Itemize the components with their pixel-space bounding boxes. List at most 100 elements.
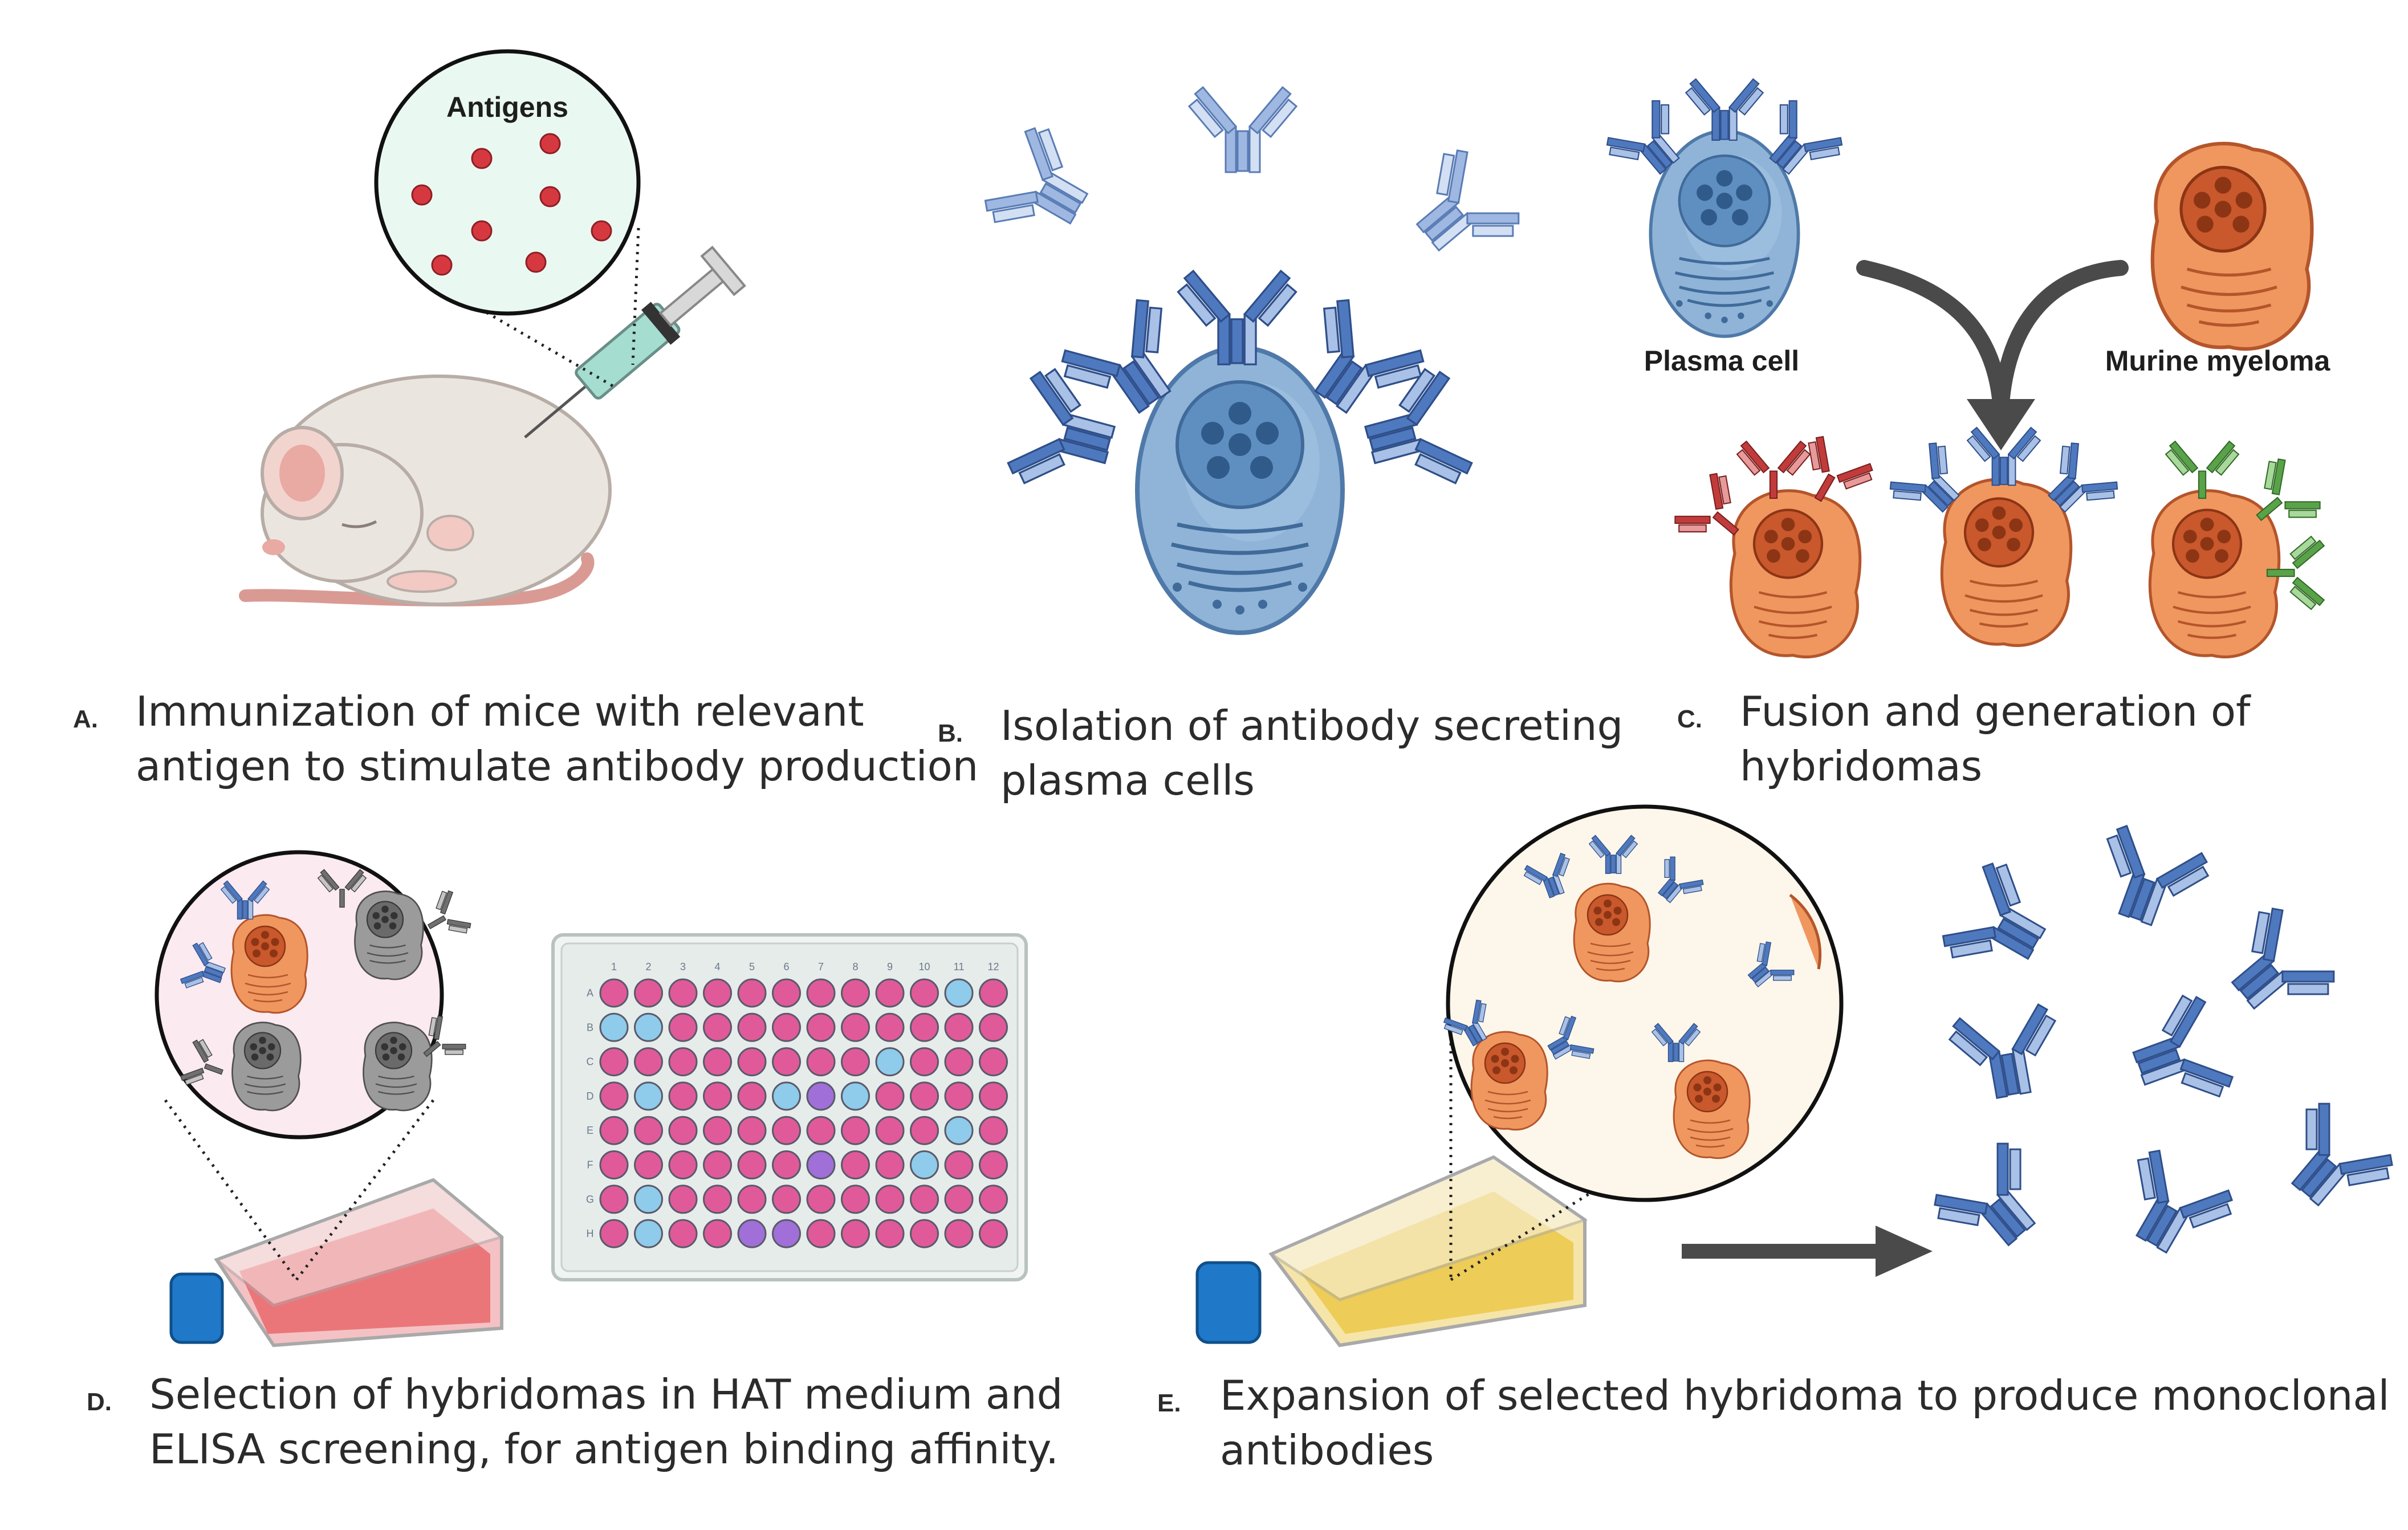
caption-c: C. Fusion and generation of hybridomas	[1677, 684, 2251, 794]
plate-well	[668, 1150, 698, 1179]
plate-well	[668, 1012, 698, 1042]
plate-well	[737, 1047, 767, 1077]
plate-well	[806, 978, 836, 1008]
plate-well	[703, 1047, 732, 1077]
caption-a: A. Immunization of mice with relevant an…	[73, 684, 978, 794]
plate-well	[979, 978, 1008, 1008]
inset-gray-cell-1	[354, 890, 424, 980]
plate-well	[841, 1116, 870, 1145]
hybridoma-blue	[1882, 426, 2126, 646]
plate-well	[806, 1047, 836, 1077]
plate-well	[875, 978, 905, 1008]
plate-well	[979, 1150, 1008, 1179]
antibody-free-3	[1390, 138, 1531, 282]
caption-d-letter: D.	[87, 1388, 112, 1416]
plate-well	[875, 1150, 905, 1179]
plate-well	[806, 1150, 836, 1179]
antigens-label: Antigens	[446, 91, 568, 123]
plate-well	[944, 1012, 974, 1042]
plate-well	[875, 1116, 905, 1145]
caption-a-letter: A.	[73, 705, 98, 733]
plate-well	[599, 1219, 629, 1248]
plate-well	[668, 1185, 698, 1214]
plate-row-label: H	[587, 1228, 594, 1239]
plate-well	[772, 1185, 801, 1214]
plate-well	[737, 978, 767, 1008]
plate-well	[875, 1219, 905, 1248]
antibody-bound-5	[1353, 359, 1478, 507]
antibody-free-2	[1185, 86, 1301, 173]
plate-well	[634, 1081, 663, 1111]
plate-well	[634, 1047, 663, 1077]
flask-yellow	[1195, 1155, 1588, 1348]
myeloma-label: Murine myeloma	[2105, 345, 2331, 377]
plate-well	[841, 1012, 870, 1042]
plate-well	[944, 978, 974, 1008]
monoclonal-antibody-6	[1922, 1131, 2067, 1272]
plate-well	[599, 1081, 629, 1111]
caption-d-line1: Selection of hybridomas in HAT medium an…	[149, 1370, 1063, 1418]
monoclonal-antibody-2	[2080, 819, 2219, 940]
plasma-cell-small	[1598, 78, 1851, 336]
plate-well	[599, 1185, 629, 1214]
plate-well	[737, 1185, 767, 1214]
plate-row-label: A	[587, 987, 593, 999]
monoclonal-antibody-3	[2205, 896, 2346, 1040]
plate-well	[944, 1219, 974, 1248]
plate-well	[875, 1012, 905, 1042]
plate-well	[806, 1116, 836, 1145]
plate-well	[979, 1081, 1008, 1111]
inset-gray-cell-3	[363, 1022, 433, 1112]
myeloma-cell	[2153, 144, 2312, 349]
plate-well	[599, 1012, 629, 1042]
plate-well	[599, 1150, 629, 1179]
plate-row-label: G	[586, 1194, 594, 1205]
caption-c-line1: Fusion and generation of	[1740, 687, 2251, 735]
inset-gray-cell-2	[231, 1022, 302, 1112]
monoclonal-antibody-8	[2260, 1091, 2405, 1232]
plate-well	[806, 1081, 836, 1111]
caption-d: D. Selection of hybridomas in HAT medium…	[87, 1367, 1063, 1476]
flask-cap-yellow	[1195, 1261, 1262, 1344]
plate-well	[668, 1081, 698, 1111]
caption-b-line1: Isolation of antibody secreting	[1000, 702, 1624, 750]
plate-column-label: 5	[749, 961, 755, 972]
plate-well	[668, 1047, 698, 1077]
plate-well	[634, 1012, 663, 1042]
caption-e: E. Expansion of selected hybridoma to pr…	[1157, 1368, 2390, 1478]
flask-cap-red	[169, 1272, 224, 1344]
expansion-arrowhead	[1876, 1226, 1933, 1277]
plate-column-label: 1	[611, 961, 617, 972]
plate-well	[668, 1116, 698, 1145]
plate-column-label: 3	[680, 961, 686, 972]
inset-hybridoma-2	[1470, 1031, 1548, 1131]
plate-well	[703, 1185, 732, 1214]
plate-well	[668, 1219, 698, 1248]
caption-e-letter: E.	[1157, 1389, 1181, 1417]
inset-hybridoma	[230, 914, 308, 1014]
fusion-arrow-right	[1993, 260, 2129, 418]
plate-well	[910, 1047, 939, 1077]
plate-well	[703, 1081, 732, 1111]
plate-well	[737, 1150, 767, 1179]
plate-column-label: 8	[852, 961, 858, 972]
plate-well	[806, 1012, 836, 1042]
plate-column-label: 9	[887, 961, 893, 972]
plate-well	[841, 1081, 870, 1111]
plate-well	[772, 1047, 801, 1077]
plate-well	[634, 1150, 663, 1179]
plate-well	[634, 1116, 663, 1145]
plate-well	[910, 1081, 939, 1111]
monoclonal-antibody-7	[2101, 1141, 2245, 1274]
plate-well	[772, 1150, 801, 1179]
caption-c-letter: C.	[1677, 705, 1702, 733]
inset-hybridoma-1	[1573, 882, 1651, 983]
plate-well	[703, 1150, 732, 1179]
plate-well	[944, 1185, 974, 1214]
plate-well	[634, 978, 663, 1008]
antibody-free-1	[975, 115, 1109, 259]
plate-wells	[599, 978, 1008, 1248]
plate-well	[703, 1012, 732, 1042]
